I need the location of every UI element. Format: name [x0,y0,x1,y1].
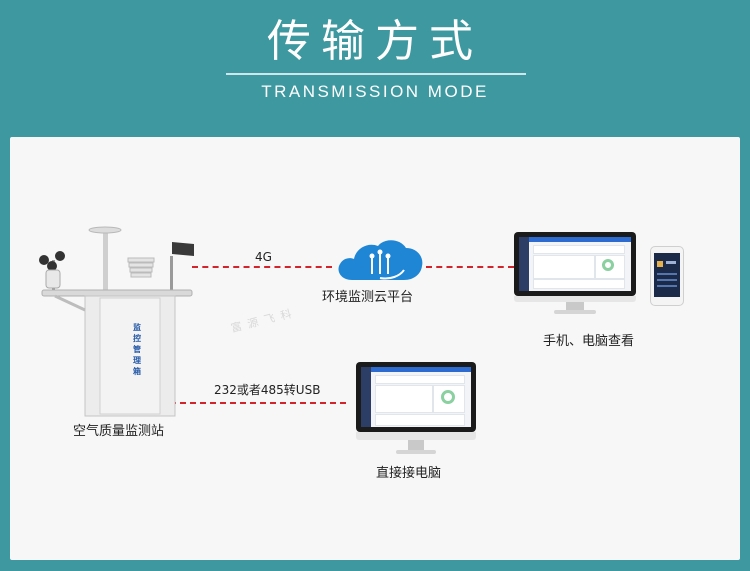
station-label: 空气质量监测站 [73,424,165,439]
remote-monitor [514,232,636,314]
direct-pc-label: 直接接电脑 [376,466,442,481]
monitor-icon [514,232,636,296]
smartphone [650,246,684,306]
page-title: 传输方式 [267,16,483,67]
cloud-platform-icon [338,240,423,280]
page-subtitle: TRANSMISSION MODE [261,82,489,101]
link-4g-line [192,266,332,268]
link-usb-label: 232或者485转USB [214,383,321,397]
air-quality-station: 监控管理箱 [30,220,200,420]
remote-view-label: 手机、电脑查看 [543,334,635,349]
link-usb-line [170,402,346,404]
link-4g-label: 4G [255,250,272,264]
monitor-icon [356,362,476,432]
monitor-screen [361,367,471,427]
smartphone-icon [650,246,684,306]
cloud-platform [334,236,426,284]
direct-monitor [356,362,476,456]
link-cloud-to-monitor-line [426,266,514,268]
cloud-label: 环境监测云平台 [322,290,414,305]
station-box-text: 监控管理箱 [133,323,141,376]
weather-station-icon [39,226,194,417]
title-divider [226,73,526,75]
monitor-screen [519,237,631,291]
